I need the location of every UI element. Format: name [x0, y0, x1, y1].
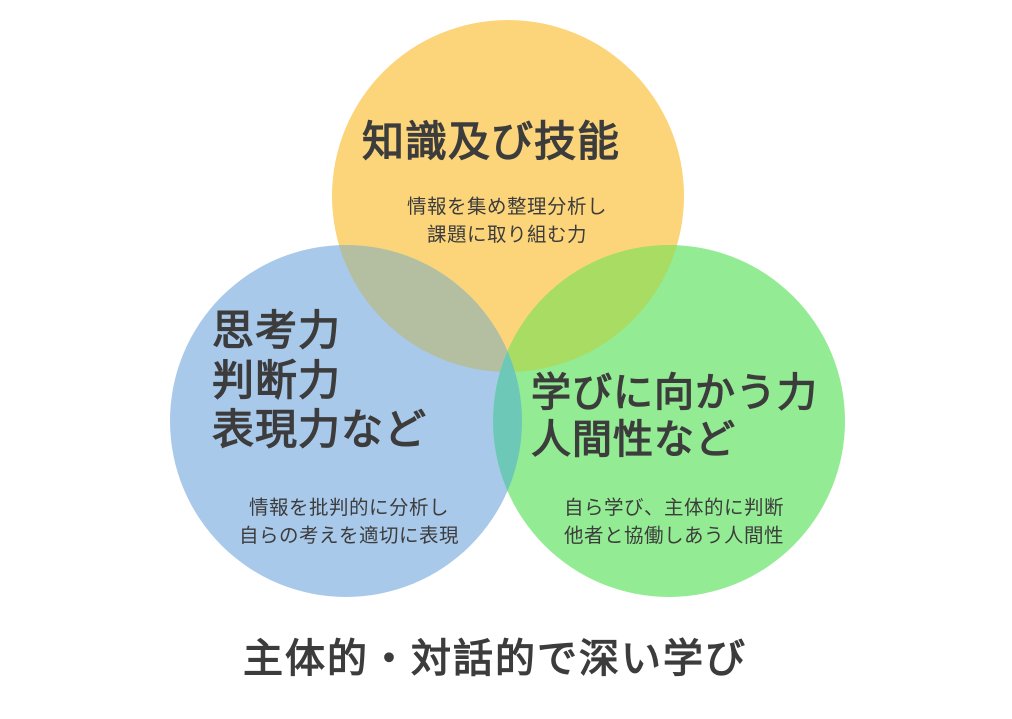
knowledge-desc-line: 情報を集め整理分析し: [406, 195, 607, 218]
knowledge-desc-line: 課題に取り組む力: [426, 223, 587, 247]
knowledge-title-line: 知識及び技能: [362, 117, 621, 166]
overlap-knowledge-attitude: [493, 245, 684, 372]
attitude-title: 学びに向かう力 人間性など: [531, 370, 818, 464]
thinking-description: 情報を批判的に分析し 自らの考えを適切に表現: [219, 494, 479, 551]
thinking-desc-line: 自らの考えを適切に表現: [238, 524, 459, 548]
attitude-title-line: 学びに向かう力: [531, 370, 818, 416]
overlap-knowledge-thinking: [332, 245, 522, 372]
attitude-description: 自ら学び、主体的に判断 他者と協働しあう人間性: [539, 494, 809, 551]
attitude-desc-line: 他者と協働しあう人間性: [563, 524, 784, 548]
attitude-desc-line: 自ら学び、主体的に判断: [563, 496, 784, 519]
thinking-title-line: 思考力: [212, 306, 342, 355]
footer-caption: 主体的・対話的で深い学び: [243, 636, 747, 682]
thinking-desc-line: 情報を批判的に分析し: [248, 496, 449, 519]
knowledge-description: 情報を集め整理分析し 課題に取り組む力: [382, 193, 632, 250]
knowledge-title: 知識及び技能: [362, 117, 620, 167]
thinking-title-line: 表現力など: [212, 405, 428, 455]
attitude-title-line: 人間性など: [531, 417, 736, 464]
thinking-title-line: 判断力: [212, 355, 342, 405]
thinking-title: 思考力 判断力 表現力など: [212, 306, 427, 455]
